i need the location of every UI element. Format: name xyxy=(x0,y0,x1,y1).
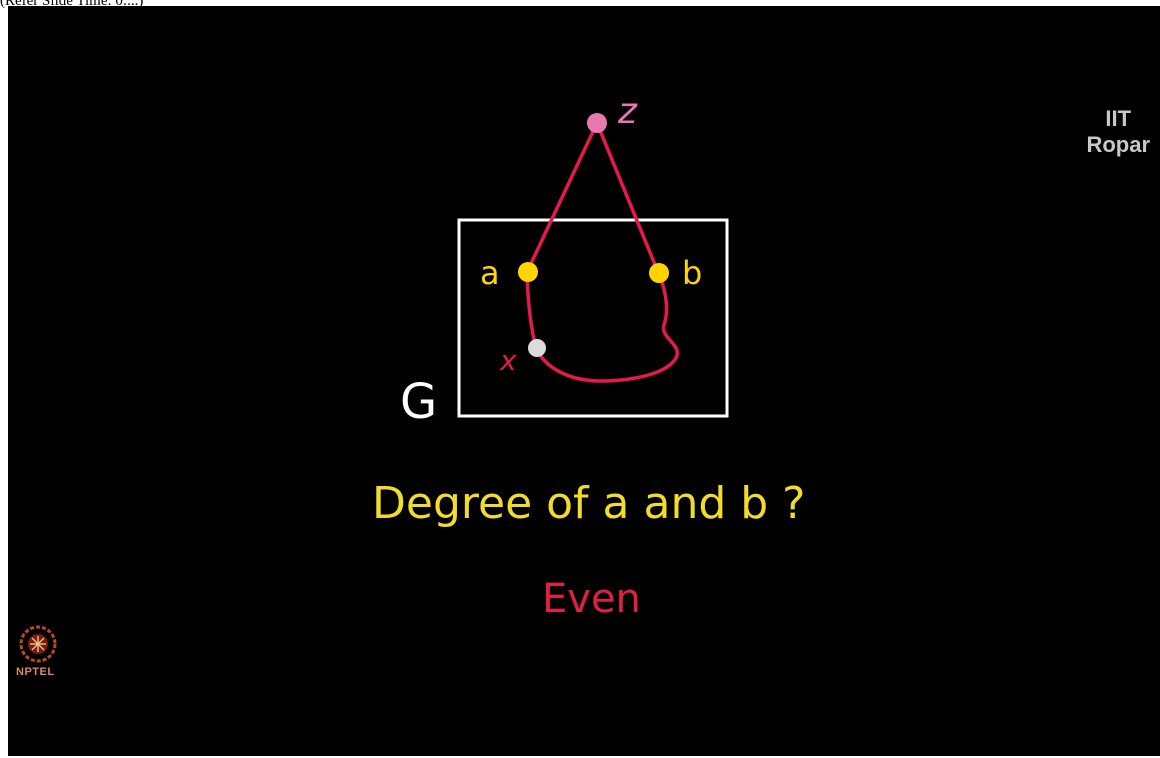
vertex-b-label: b xyxy=(682,254,702,292)
nptel-label: NPTEL xyxy=(16,666,55,678)
edge-z-a xyxy=(526,121,599,272)
watermark-line1: IIT xyxy=(1105,106,1132,131)
watermark-line2: Ropar xyxy=(1086,132,1150,157)
answer-text: Even xyxy=(542,576,641,622)
vertex-a-label: a xyxy=(480,254,500,292)
edge-z-b xyxy=(595,121,660,274)
vertex-z-label: z xyxy=(617,91,638,132)
graph-label-g: G xyxy=(400,374,437,430)
iit-ropar-watermark: IIT Ropar xyxy=(1086,106,1150,158)
question-text: Degree of a and b ? xyxy=(372,478,806,529)
graph-box xyxy=(457,218,729,418)
slide-time-caption: (Refer Slide Time: 0:...) xyxy=(0,0,144,8)
vertex-x-dot xyxy=(528,339,546,357)
edge-a-x xyxy=(525,274,538,350)
vertex-a-dot xyxy=(518,262,538,282)
edge-x-b xyxy=(534,280,680,383)
vertex-b-dot xyxy=(649,263,669,283)
vertex-z-dot xyxy=(587,113,607,133)
vertex-x-label: x xyxy=(499,344,517,377)
nptel-logo-icon xyxy=(19,625,57,663)
